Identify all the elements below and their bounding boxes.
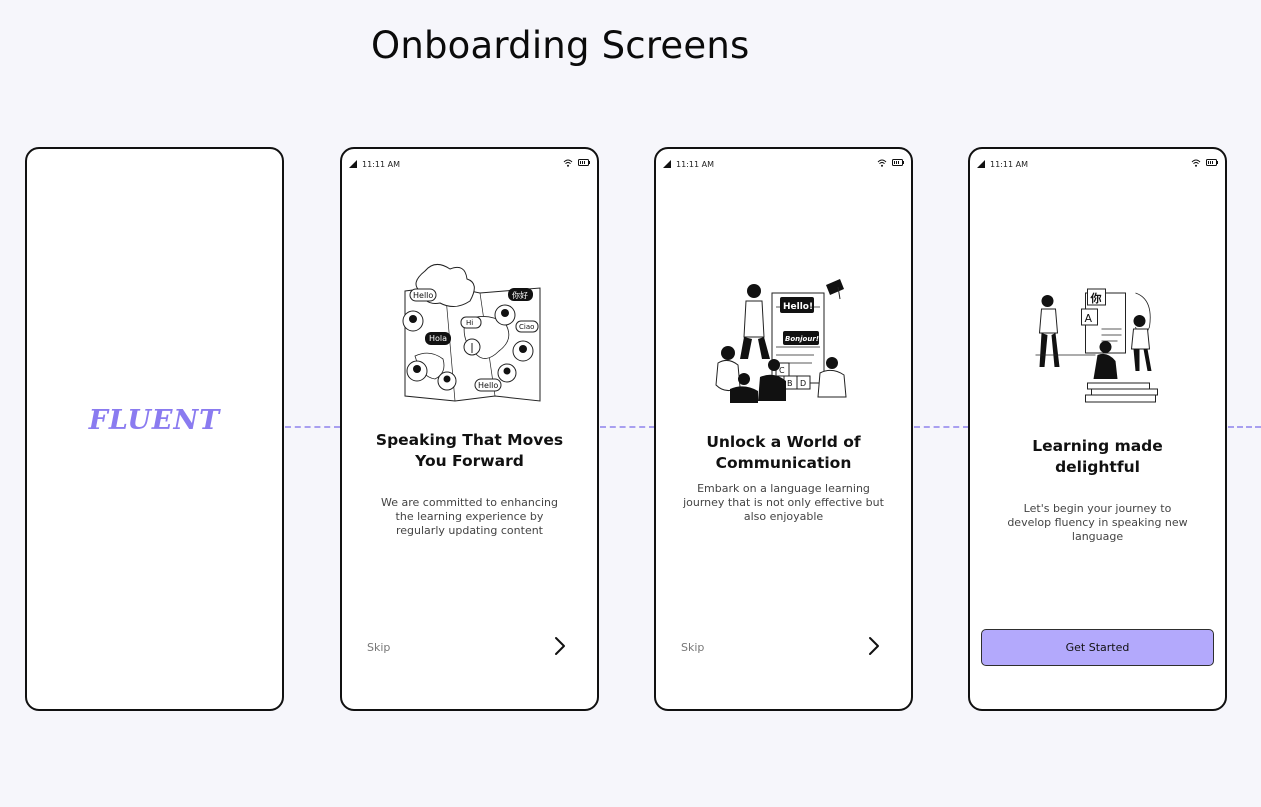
onboarding-screen-1: 11:11 AM Hello 你好 Hola Hello Ciao Hi Spe… xyxy=(340,147,599,711)
onboarding-screen-2: 11:11 AM Hello! Bonjour! C A B D Unlock … xyxy=(654,147,913,711)
greeting-label: 你好 xyxy=(512,290,528,300)
onboarding-heading: Unlock a World of Communication xyxy=(706,433,861,472)
onboarding-description: Embark on a language learning journey th… xyxy=(683,482,884,523)
onboarding-screen-3: 11:11 AM 你 A Learning made delightful Le… xyxy=(968,147,1227,711)
status-bar: 11:11 AM xyxy=(970,159,1225,171)
signal-icon xyxy=(663,160,671,168)
status-time: 11:11 AM xyxy=(362,160,400,169)
character-card-label: A xyxy=(1084,312,1092,325)
status-time: 11:11 AM xyxy=(676,160,714,169)
get-started-button[interactable]: Get Started xyxy=(981,629,1214,666)
chevron-right-icon[interactable] xyxy=(865,635,883,657)
world-map-illustration: Hello 你好 Hola Hello Ciao Hi xyxy=(402,264,540,402)
signal-icon xyxy=(349,160,357,168)
flow-connector-2 xyxy=(600,426,655,428)
status-bar: 11:11 AM xyxy=(342,159,597,171)
flow-connector-1 xyxy=(285,426,340,428)
onboarding-description: We are committed to enhancing the learni… xyxy=(381,496,558,537)
wifi-icon xyxy=(1191,159,1201,167)
splash-screen: FLUENT xyxy=(25,147,284,711)
flow-connector-3 xyxy=(914,426,969,428)
onboarding-description: Let's begin your journey to develop flue… xyxy=(1007,502,1188,543)
classroom-illustration: Hello! Bonjour! C A B D xyxy=(714,279,847,403)
signal-icon xyxy=(977,160,985,168)
wifi-icon xyxy=(563,159,573,167)
study-illustration: 你 A xyxy=(1035,288,1158,403)
letter-block-label: D xyxy=(800,379,806,388)
character-card-label: 你 xyxy=(1089,291,1101,305)
battery-icon xyxy=(1206,159,1218,166)
app-logo: FLUENT xyxy=(88,405,221,436)
onboarding-heading: Speaking That Moves You Forward xyxy=(375,431,564,470)
skip-button[interactable]: Skip xyxy=(367,641,391,654)
onboarding-heading: Learning made delightful xyxy=(1032,437,1163,476)
greeting-label: Hello xyxy=(413,291,433,300)
greeting-label: Hello xyxy=(478,381,498,390)
status-time: 11:11 AM xyxy=(990,160,1028,169)
chevron-right-icon[interactable] xyxy=(551,635,569,657)
letter-block-label: C xyxy=(779,366,785,375)
wifi-icon xyxy=(877,159,887,167)
letter-block-label: B xyxy=(787,379,793,388)
greeting-label: Ciao xyxy=(519,323,534,331)
speech-bubble-label: Bonjour! xyxy=(785,335,819,343)
skip-button[interactable]: Skip xyxy=(681,641,705,654)
battery-icon xyxy=(578,159,590,166)
flow-connector-4 xyxy=(1228,426,1261,428)
speech-bubble-label: Hello! xyxy=(783,302,813,312)
greeting-label: Hi xyxy=(466,319,473,327)
page-title: Onboarding Screens xyxy=(371,24,750,67)
status-bar: 11:11 AM xyxy=(656,159,911,171)
greeting-label: Hola xyxy=(429,334,447,343)
battery-icon xyxy=(892,159,904,166)
